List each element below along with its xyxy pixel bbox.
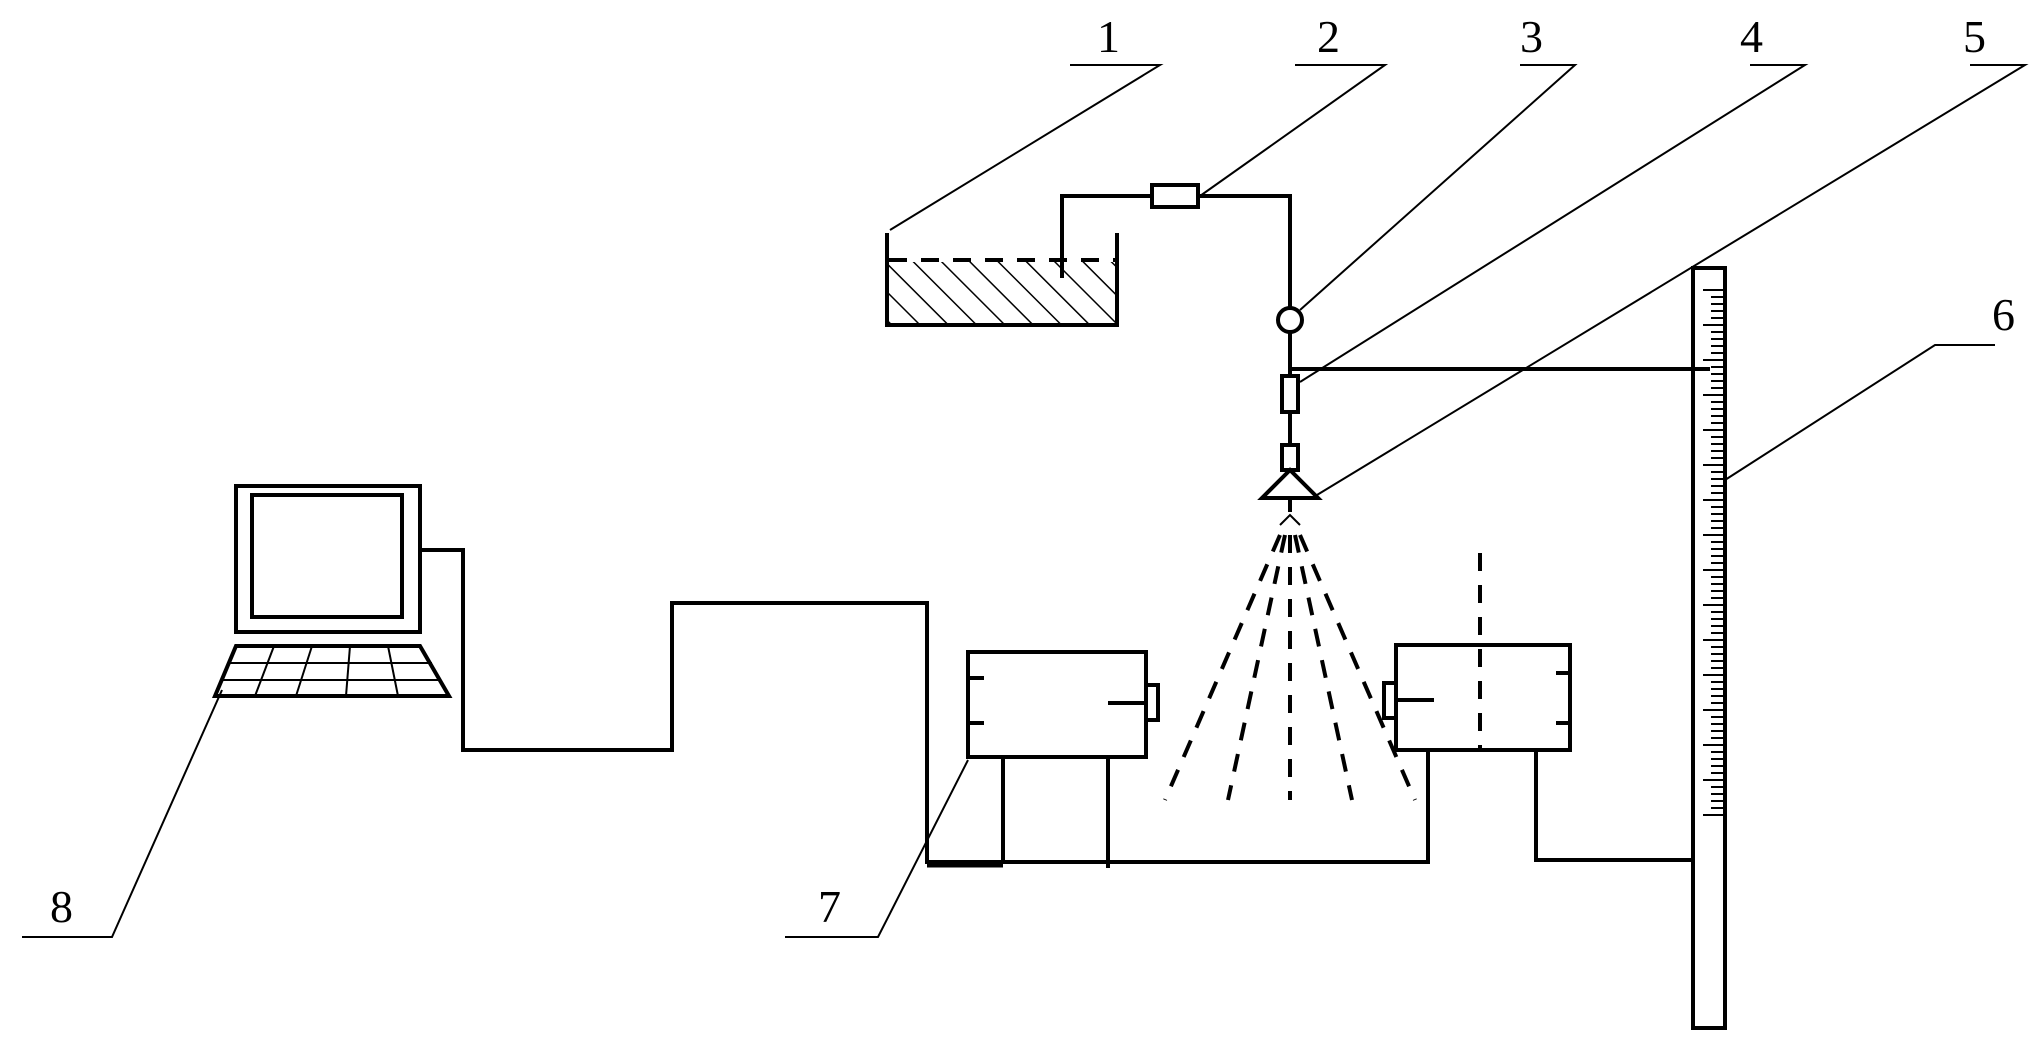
computer-icon <box>211 484 453 698</box>
left-sensor-box <box>966 650 1160 759</box>
tank-icon <box>885 233 1119 327</box>
label-7: 7 <box>818 881 841 932</box>
right-sensor-box <box>1382 553 1572 752</box>
spray-cone <box>1163 534 1417 801</box>
nozzle-icon <box>1257 443 1323 526</box>
valve-icon <box>1276 306 1304 334</box>
label-5: 5 <box>1963 11 1986 62</box>
label-8: 8 <box>50 881 73 932</box>
label-6: 6 <box>1992 289 2015 340</box>
ruler-icon <box>1691 266 1727 1030</box>
signal-wiring <box>422 548 1693 868</box>
label-3: 3 <box>1520 11 1543 62</box>
label-1: 1 <box>1097 11 1120 62</box>
label-2: 2 <box>1317 11 1340 62</box>
connector-component <box>1280 374 1300 414</box>
label-4: 4 <box>1740 11 1763 62</box>
leader-lines <box>22 64 2029 938</box>
pump-component <box>1150 183 1200 209</box>
supply-pipe <box>1060 194 1292 445</box>
